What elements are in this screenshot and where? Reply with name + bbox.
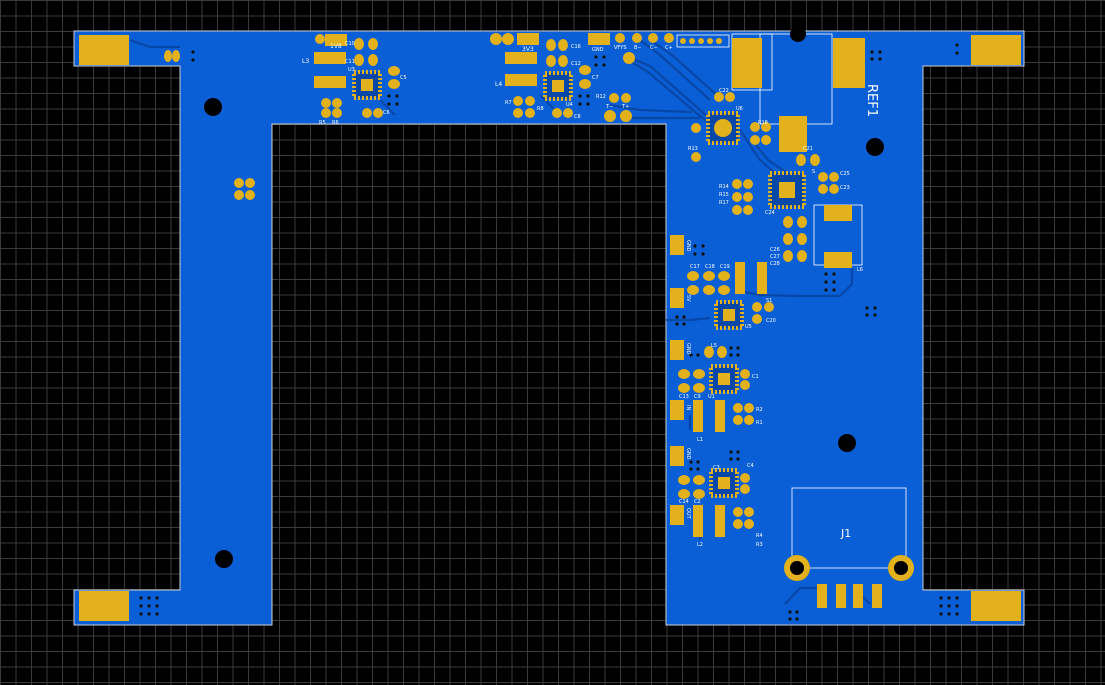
label-c10: C10 (345, 41, 355, 47)
label-c23: C23 (840, 185, 850, 191)
label-gnd-3: GND (685, 448, 691, 460)
power-pads (314, 33, 865, 537)
silkscreen-labels: REF1 J1 1V8 C10 L3 C11 U3 C5 C6 R5 R6 3V… (302, 41, 879, 548)
label-c4: C4 (747, 463, 754, 469)
label-c26: C26 (770, 247, 780, 253)
label-u1: U1 (708, 394, 715, 400)
label-l4: L4 (495, 81, 502, 88)
label-c25: C25 (840, 171, 850, 177)
label-tplus: T+ (621, 104, 629, 110)
label-in: IN (685, 405, 691, 410)
label-u6: U6 (736, 106, 743, 112)
label-c16: C16 (571, 44, 581, 50)
label-c14: C14 (679, 499, 689, 505)
label-tminus: T− (605, 104, 613, 110)
label-l3: L3 (302, 58, 309, 65)
ref-label: REF1 (864, 84, 879, 117)
label-u3: U3 (348, 67, 355, 73)
label-out: OUT (685, 508, 691, 520)
label-r6: R6 (332, 120, 339, 126)
label-l6: L6 (857, 267, 863, 273)
pin-header (676, 34, 730, 48)
label-r14: R14 (719, 184, 729, 190)
via-clusters (139, 43, 959, 621)
label-r12: R12 (596, 94, 606, 100)
label-vsys: VFYS (614, 45, 627, 51)
label-r1: R1 (756, 420, 763, 426)
label-r2: R2 (756, 407, 763, 413)
label-r8: R8 (537, 106, 544, 112)
label-u5: U5 (745, 324, 752, 330)
label-r3: R3 (756, 542, 763, 548)
label-r5: R5 (319, 120, 326, 126)
label-gnd-2: GND (685, 343, 691, 355)
corner-pads (79, 35, 1021, 621)
label-c19: C19 (720, 264, 730, 270)
label-c3: C3 (713, 465, 720, 471)
passive-pads (164, 33, 839, 529)
label-r13: R13 (688, 146, 698, 152)
label-c28: C28 (770, 261, 780, 267)
label-c21: C21 (803, 146, 813, 152)
label-c18: C18 (705, 264, 715, 270)
label-c12: C12 (571, 61, 581, 67)
label-c22: C22 (719, 88, 729, 94)
label-c7: C7 (592, 75, 599, 81)
label-c17: C17 (690, 264, 700, 270)
label-c1: C1 (752, 374, 759, 380)
label-s1: S1 (766, 298, 772, 304)
label-c2: C2 (694, 499, 701, 505)
label-gnd-top: GND (592, 47, 604, 53)
label-l1: L1 (697, 437, 703, 443)
label-c9: C9 (694, 394, 701, 400)
label-c13: C13 (679, 394, 689, 400)
label-c11: C11 (345, 59, 355, 65)
label-c5: C5 (400, 75, 407, 81)
label-cminus: C− (650, 45, 658, 51)
label-s: S (812, 169, 815, 175)
label-l2: L2 (697, 542, 703, 548)
label-r17: R17 (719, 200, 729, 206)
label-1v8: 1V8 (330, 43, 342, 50)
label-r4: R4 (756, 533, 763, 539)
label-5v: 5V (685, 295, 691, 302)
label-c6: C6 (383, 110, 390, 116)
label-bminus: B− (634, 45, 642, 51)
ic-packages (352, 70, 806, 498)
label-l5: L5 (711, 343, 717, 349)
label-c24: C24 (765, 210, 775, 216)
board-copper (73, 30, 1025, 626)
label-gnd-1: GND (685, 240, 691, 252)
label-u4: U4 (566, 102, 573, 108)
label-r7: R7 (505, 100, 512, 106)
label-3v3: 3V3 (522, 46, 534, 53)
connector-label: J1 (840, 527, 851, 540)
mounting-holes (204, 26, 884, 568)
label-c20: C20 (766, 318, 776, 324)
label-cplus: C+ (665, 45, 673, 51)
label-c8: C8 (574, 114, 581, 120)
j1-connector-pads (784, 555, 914, 608)
label-c27: C27 (770, 254, 780, 260)
label-r15: R15 (719, 192, 729, 198)
label-r18: R18 (758, 120, 768, 126)
